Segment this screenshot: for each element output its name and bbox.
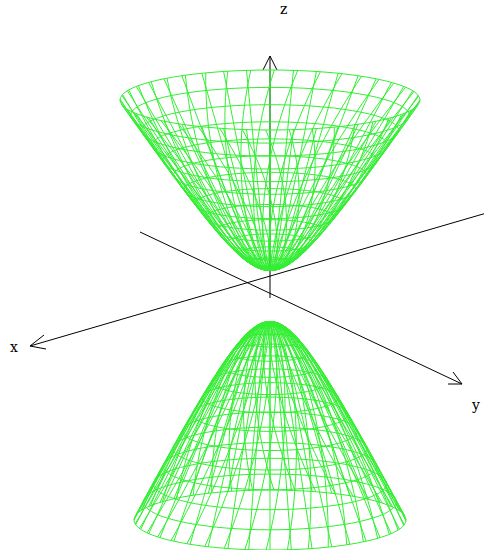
mesh-diagonal — [270, 110, 411, 270]
axis-label: z — [280, 2, 287, 16]
mesh-diagonal — [135, 322, 270, 524]
mesh-meridian — [270, 322, 291, 550]
mesh-meridian — [228, 322, 270, 492]
mesh-diagonal — [162, 322, 270, 502]
mesh-diagonal — [177, 322, 270, 498]
mesh-diagonal — [212, 322, 270, 493]
mesh-meridian — [270, 322, 404, 515]
mesh-diagonal — [270, 106, 417, 271]
mesh-diagonal — [270, 322, 393, 508]
mesh-meridian — [270, 322, 366, 499]
mesh-meridian — [270, 322, 332, 547]
mesh-diagonal — [171, 322, 270, 541]
mesh-meridian — [270, 322, 380, 503]
mesh-diagonal — [270, 322, 401, 512]
mesh-meridian — [202, 73, 270, 270]
mesh-diagonal — [270, 322, 335, 494]
mesh-diagonal — [270, 322, 405, 516]
mesh-meridian — [174, 322, 270, 499]
mesh-diagonal — [268, 322, 315, 492]
mesh-meridian — [141, 322, 270, 529]
mesh-meridian — [190, 322, 270, 496]
mesh-meridian — [160, 322, 270, 538]
mesh-diagonal — [206, 73, 270, 270]
surface-mesh — [120, 70, 420, 550]
mesh-meridian — [136, 86, 270, 270]
mesh-meridian — [270, 79, 376, 270]
mesh-diagonal — [270, 92, 414, 270]
mesh-meridian — [270, 86, 404, 270]
mesh-meridian — [134, 322, 270, 520]
mesh-meridian — [270, 322, 406, 520]
mesh-meridian — [247, 70, 271, 270]
mesh-diagonal — [140, 322, 271, 528]
mesh-meridian — [270, 73, 338, 270]
mesh-meridian — [270, 70, 271, 270]
mesh-meridian — [190, 322, 270, 544]
mesh-meridian — [270, 91, 413, 270]
mesh-diagonal — [229, 322, 270, 491]
mesh-meridian — [149, 322, 270, 534]
z-axis — [270, 56, 271, 298]
mesh-diagonal — [270, 322, 369, 500]
mesh-diagonal — [270, 83, 394, 270]
mesh-diagonal — [151, 322, 270, 506]
mesh-meridian — [136, 322, 270, 525]
z-arrowhead — [263, 56, 277, 70]
mesh-meridian — [208, 322, 270, 494]
mesh-diagonal — [147, 322, 270, 533]
mesh-diagonal — [270, 322, 382, 504]
mesh-diagonal — [263, 322, 295, 491]
y-arrowhead — [448, 372, 462, 384]
mesh-meridian — [270, 322, 399, 511]
x-arrowhead — [30, 335, 46, 349]
mesh-diagonal — [270, 322, 406, 521]
mesh-meridian — [270, 322, 391, 534]
mesh-diagonal — [134, 113, 270, 270]
mesh-meridian — [249, 322, 270, 491]
mesh-diagonal — [158, 322, 270, 537]
axis-label: x — [10, 340, 18, 354]
mesh-meridian — [270, 82, 391, 270]
mesh-meridian — [149, 322, 270, 506]
mesh-meridian — [270, 105, 418, 270]
mesh-diagonal — [270, 76, 362, 270]
mesh-meridian — [136, 322, 270, 515]
mesh-meridian — [160, 322, 270, 503]
mesh-meridian — [270, 322, 271, 491]
mesh-diagonal — [270, 322, 398, 530]
mesh-diagonal — [270, 87, 406, 270]
mesh-meridian — [270, 129, 316, 271]
mesh-meridian — [270, 322, 350, 496]
mesh-diagonal — [270, 96, 419, 270]
mesh-meridian — [270, 95, 418, 270]
mesh-meridian — [270, 322, 391, 506]
axis-label: y — [472, 398, 480, 412]
mesh-diagonal — [142, 322, 270, 510]
mesh-meridian — [270, 322, 271, 550]
mesh-meridian — [141, 322, 270, 511]
